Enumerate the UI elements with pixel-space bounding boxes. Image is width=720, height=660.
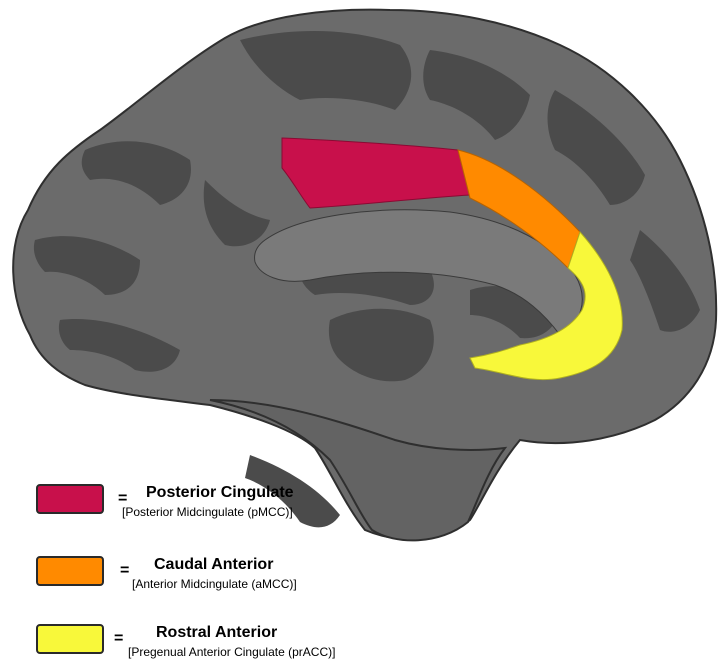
legend-subtitle-caudal: [Anterior Midcingulate (aMCC)] <box>132 577 297 591</box>
legend-subtitle-rostral: [Pregenual Anterior Cingulate (prACC)] <box>128 645 336 659</box>
legend-title-rostral: Rostral Anterior <box>156 624 278 641</box>
legend-equals: = <box>114 630 124 647</box>
corpus-callosum <box>254 209 583 336</box>
legend-subtitle-posterior: [Posterior Midcingulate (pMCC)] <box>122 505 293 519</box>
legend-title-caudal: Caudal Anterior <box>154 556 274 573</box>
legend-swatch-rostral <box>36 624 104 654</box>
region-rostral-anterior <box>469 231 623 381</box>
legend-title-posterior: Posterior Cingulate <box>146 484 294 501</box>
legend-equals: = <box>118 490 128 507</box>
legend-equals: = <box>120 562 130 579</box>
legend-swatch-caudal <box>36 556 104 586</box>
region-posterior-cingulate <box>281 137 471 209</box>
temporal-lobe <box>209 399 508 542</box>
legend-swatch-posterior <box>36 484 104 514</box>
